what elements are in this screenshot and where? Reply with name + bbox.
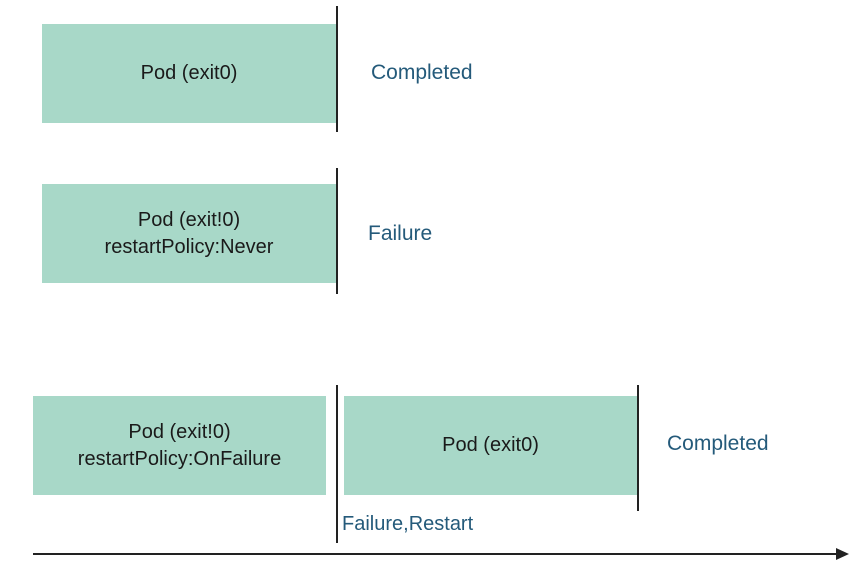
pod-label: Pod (exit0) <box>442 434 539 456</box>
termination-line <box>336 168 338 294</box>
pod-box-exit0: Pod (exit0) <box>42 24 336 123</box>
pod-box-restarted-exit0: Pod (exit0) <box>344 396 637 495</box>
pod-box-exit-nonzero-onfailure: Pod (exit!0) restartPolicy:OnFailure <box>33 396 326 495</box>
arrow-head-icon <box>836 548 849 560</box>
status-completed: Completed <box>371 61 473 84</box>
termination-line <box>637 385 639 511</box>
time-axis <box>33 553 838 555</box>
transition-label: Failure,Restart <box>342 513 474 535</box>
pod-box-exit-nonzero-never: Pod (exit!0) restartPolicy:Never <box>42 184 336 283</box>
termination-line <box>336 6 338 132</box>
restart-policy-label: restartPolicy:OnFailure <box>77 447 282 470</box>
status-failure: Failure <box>368 222 433 245</box>
status-completed: Completed <box>667 432 769 455</box>
restart-policy-label: restartPolicy:Never <box>104 235 274 258</box>
pod-label: Pod (exit0) <box>140 62 238 84</box>
pod-label: Pod (exit!0) <box>137 208 241 231</box>
pod-label: Pod (exit!0) <box>128 420 231 443</box>
failure-line <box>336 385 338 543</box>
